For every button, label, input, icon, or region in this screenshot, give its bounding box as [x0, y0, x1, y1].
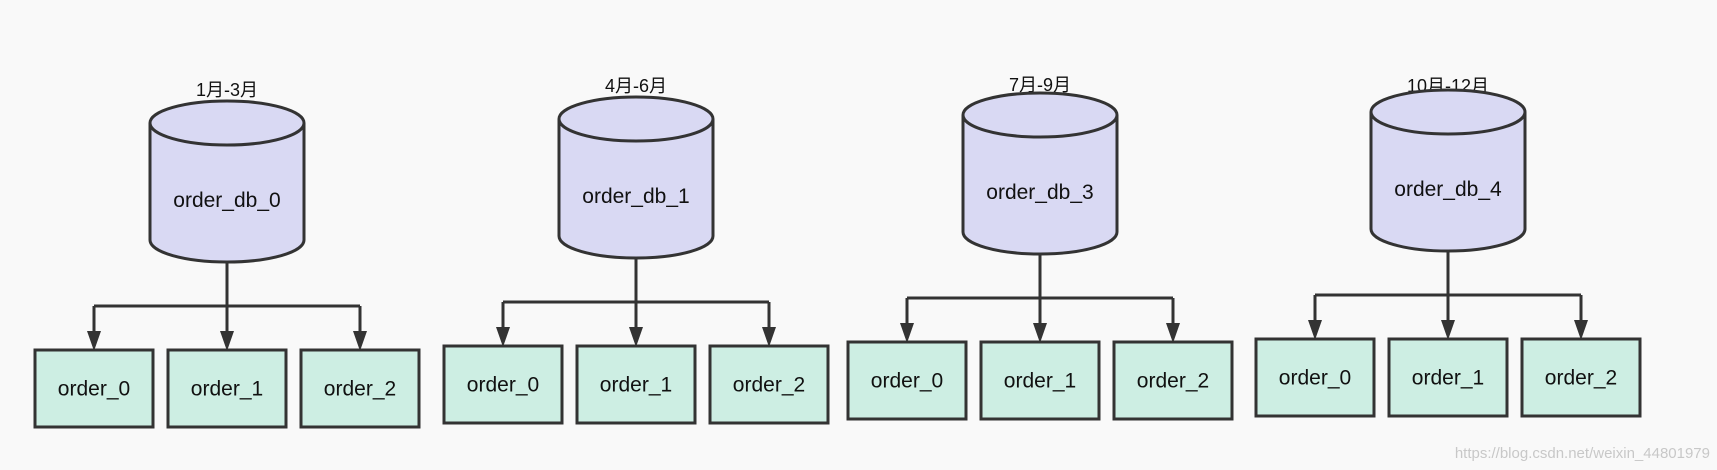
table-name: order_1: [1004, 370, 1076, 393]
database-cylinder-icon: [1369, 88, 1527, 253]
table-box: [846, 340, 968, 421]
shard-group: 7月-9月 order_db_3 order_0 order_1 order_2: [846, 75, 1234, 421]
arrow-down-icon: [496, 327, 510, 347]
period-label: 7月-9月: [1009, 75, 1071, 95]
arrow-down-icon: [1441, 320, 1455, 340]
table-name: order_2: [1137, 370, 1209, 393]
database-cylinder-icon: [961, 91, 1119, 256]
arrow-down-icon: [87, 331, 101, 351]
database-lid-line: [961, 114, 1119, 139]
table-box: [299, 348, 421, 429]
table-name: order_1: [191, 378, 263, 401]
arrow-down-icon: [1574, 320, 1588, 340]
table-box: [442, 344, 564, 425]
table-box: [1112, 340, 1234, 421]
database-lid-line: [1369, 111, 1527, 136]
table-name: order_0: [58, 378, 130, 401]
table-box: [708, 344, 830, 425]
table-name: order_2: [324, 378, 396, 401]
table-box: [575, 344, 697, 425]
arrow-down-icon: [900, 323, 914, 343]
arrow-down-icon: [220, 331, 234, 351]
table-name: order_2: [1545, 367, 1617, 390]
table-box: [1387, 337, 1509, 418]
database-name: order_db_1: [582, 185, 689, 208]
database-name: order_db_3: [986, 181, 1093, 204]
arrow-down-icon: [353, 331, 367, 351]
database-cylinder-icon: [148, 99, 306, 264]
shard-group: 4月-6月 order_db_1 order_0 order_1 order_2: [442, 76, 830, 425]
database-lid-line: [557, 118, 715, 143]
period-label: 4月-6月: [605, 76, 667, 96]
table-name: order_1: [1412, 367, 1484, 390]
table-name: order_0: [467, 374, 539, 397]
table-box: [979, 340, 1101, 421]
table-box: [1520, 337, 1642, 418]
arrow-down-icon: [1166, 323, 1180, 343]
arrow-down-icon: [1308, 320, 1322, 340]
table-box: [33, 348, 155, 429]
table-name: order_1: [600, 374, 672, 397]
database-name: order_db_0: [173, 189, 280, 212]
arrow-down-icon: [629, 327, 643, 347]
table-box: [166, 348, 288, 429]
watermark-text: https://blog.csdn.net/weixin_44801979: [1455, 445, 1710, 462]
table-box: [1254, 337, 1376, 418]
table-name: order_2: [733, 374, 805, 397]
database-lid-line: [148, 122, 306, 147]
arrow-down-icon: [1033, 323, 1047, 343]
database-cylinder-icon: [557, 95, 715, 260]
table-name: order_0: [1279, 367, 1351, 390]
table-name: order_0: [871, 370, 943, 393]
shard-group: 1月-3月 order_db_0 order_0 order_1 order_2: [33, 80, 421, 429]
arrow-down-icon: [762, 327, 776, 347]
database-name: order_db_4: [1394, 178, 1502, 201]
period-label: 1月-3月: [196, 80, 258, 100]
